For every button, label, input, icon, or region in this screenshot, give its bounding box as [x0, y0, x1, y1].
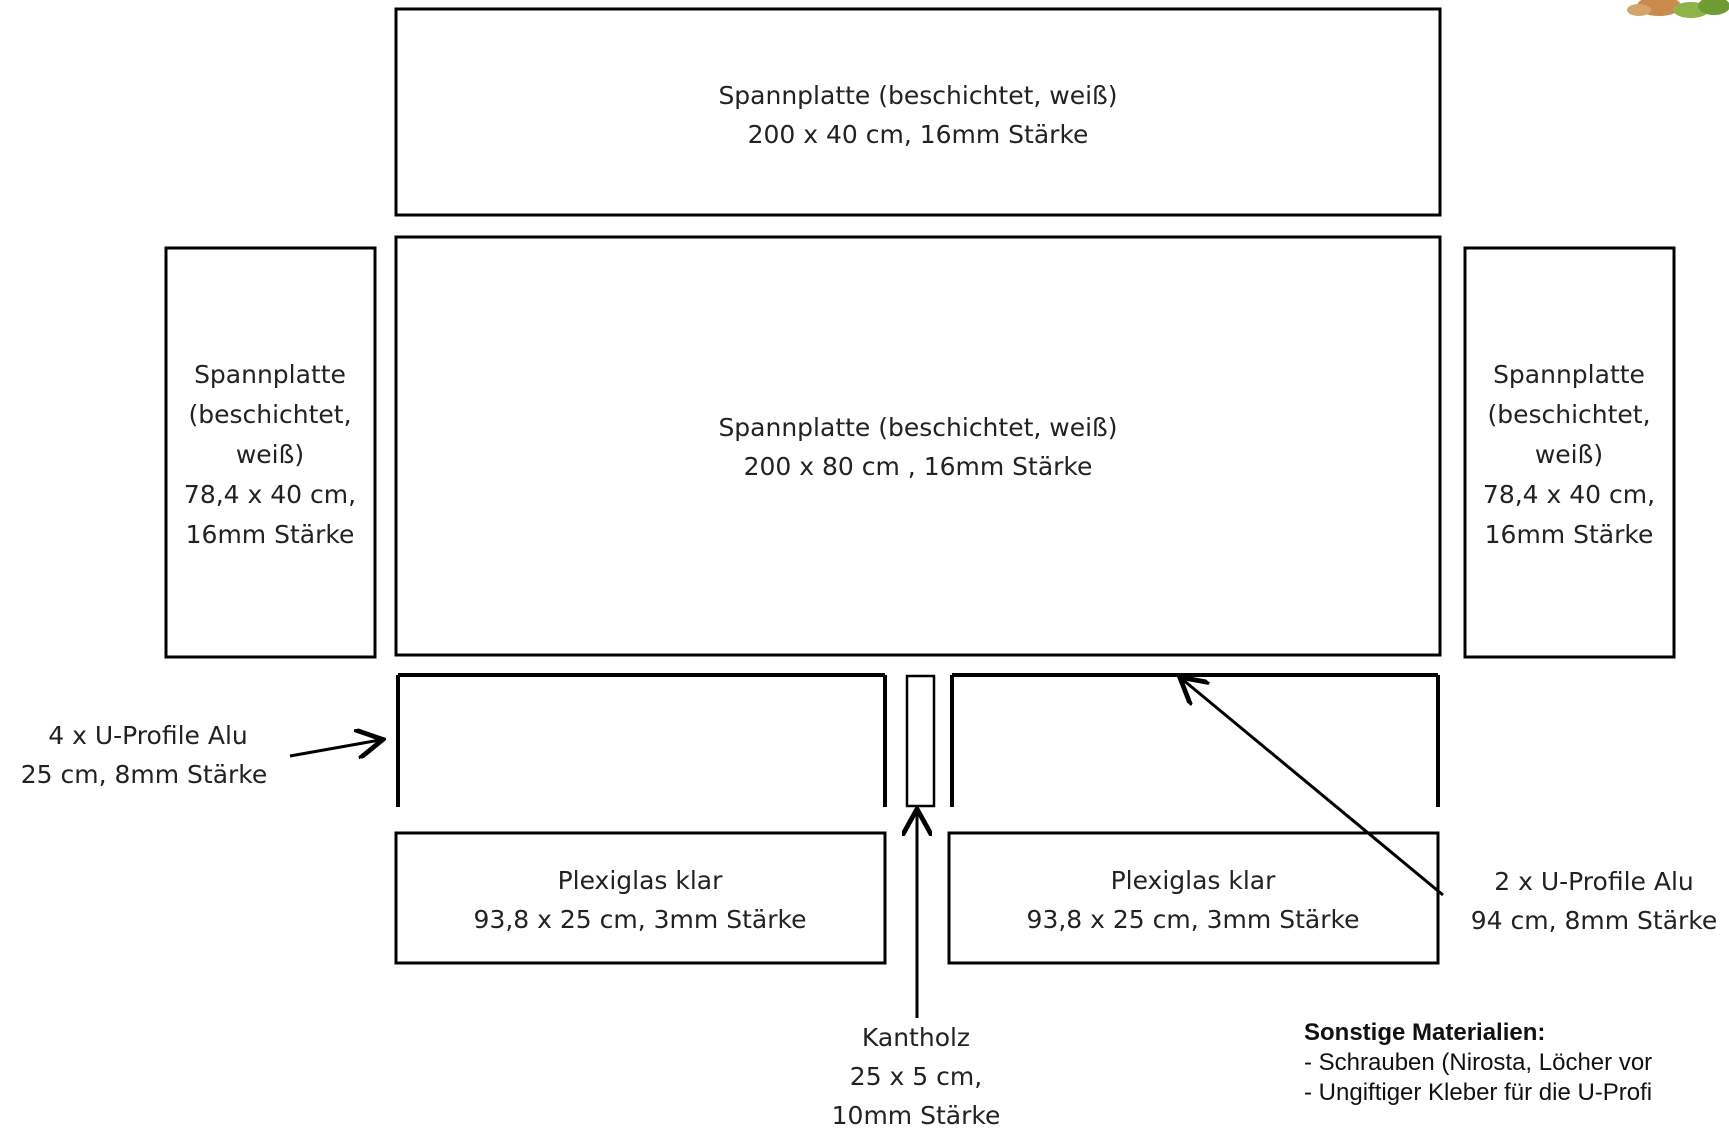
plexi-right-line-1: Plexiglas klar [1111, 866, 1277, 895]
top-panel-line-1: Spannplatte (beschichtet, weiß) [718, 81, 1117, 110]
left-panel-line-1: Spannplatte [194, 360, 346, 389]
kantholz-block [905, 674, 936, 808]
callout-u-profile-short: 4 x U-Profile Alu 25 cm, 8mm Stärke [21, 721, 380, 789]
main-panel-line-2: 200 x 80 cm , 16mm Stärke [744, 452, 1093, 481]
left-panel-line-3: weiß) [236, 440, 304, 469]
corner-illustration [1627, 0, 1729, 18]
materials-notes: Sonstige Materialien: - Schrauben (Niros… [1304, 1018, 1729, 1108]
callout-u-long-line-1: 2 x U-Profile Alu [1494, 867, 1694, 896]
left-panel-line-5: 16mm Stärke [186, 520, 355, 549]
arrow-u-long [1182, 679, 1444, 897]
right-panel-line-3: weiß) [1535, 440, 1603, 469]
callout-kantholz-line-2: 25 x 5 cm, [850, 1062, 982, 1091]
materials-note-item: - Ungiftiger Kleber für die U-Profi [1304, 1079, 1653, 1106]
callout-u-short-line-1: 4 x U-Profile Alu [48, 721, 248, 750]
right-panel-line-5: 16mm Stärke [1485, 520, 1654, 549]
main-panel: Spannplatte (beschichtet, weiß) 200 x 80… [394, 235, 1442, 657]
callout-u-short-line-2: 25 cm, 8mm Stärke [21, 760, 268, 789]
main-panel-line-1: Spannplatte (beschichtet, weiß) [718, 413, 1117, 442]
left-panel-line-2: (beschichtet, [188, 400, 351, 429]
u-profile-left [396, 673, 887, 807]
materials-notes-title: Sonstige Materialien: [1304, 1019, 1546, 1046]
plexiglas-right: Plexiglas klar 93,8 x 25 cm, 3mm Stärke [947, 831, 1440, 965]
top-panel: Spannplatte (beschichtet, weiß) 200 x 40… [394, 7, 1442, 217]
right-side-panel: Spannplatte (beschichtet, weiß) 78,4 x 4… [1463, 246, 1676, 659]
callout-u-profile-long: 2 x U-Profile Alu 94 cm, 8mm Stärke [1182, 679, 1717, 935]
top-panel-line-2: 200 x 40 cm, 16mm Stärke [748, 120, 1089, 149]
callout-kantholz: Kantholz 25 x 5 cm, 10mm Stärke [832, 812, 1001, 1130]
callout-kantholz-line-3: 10mm Stärke [832, 1101, 1001, 1130]
plexi-left-line-1: Plexiglas klar [558, 866, 724, 895]
callout-u-long-line-2: 94 cm, 8mm Stärke [1471, 906, 1718, 935]
right-panel-line-2: (beschichtet, [1487, 400, 1650, 429]
right-panel-line-4: 78,4 x 40 cm, [1483, 480, 1655, 509]
u-profile-right [950, 673, 1440, 807]
callout-kantholz-line-1: Kantholz [862, 1023, 970, 1052]
plexiglas-left: Plexiglas klar 93,8 x 25 cm, 3mm Stärke [394, 831, 887, 965]
plexi-right-line-2: 93,8 x 25 cm, 3mm Stärke [1027, 905, 1360, 934]
plexi-left-line-2: 93,8 x 25 cm, 3mm Stärke [474, 905, 807, 934]
left-panel-line-4: 78,4 x 40 cm, [184, 480, 356, 509]
left-side-panel: Spannplatte (beschichtet, weiß) 78,4 x 4… [164, 246, 377, 659]
right-panel-line-1: Spannplatte [1493, 360, 1645, 389]
materials-note-item: - Schrauben (Nirosta, Löcher vor [1304, 1049, 1653, 1076]
arrow-u-short [289, 740, 380, 756]
